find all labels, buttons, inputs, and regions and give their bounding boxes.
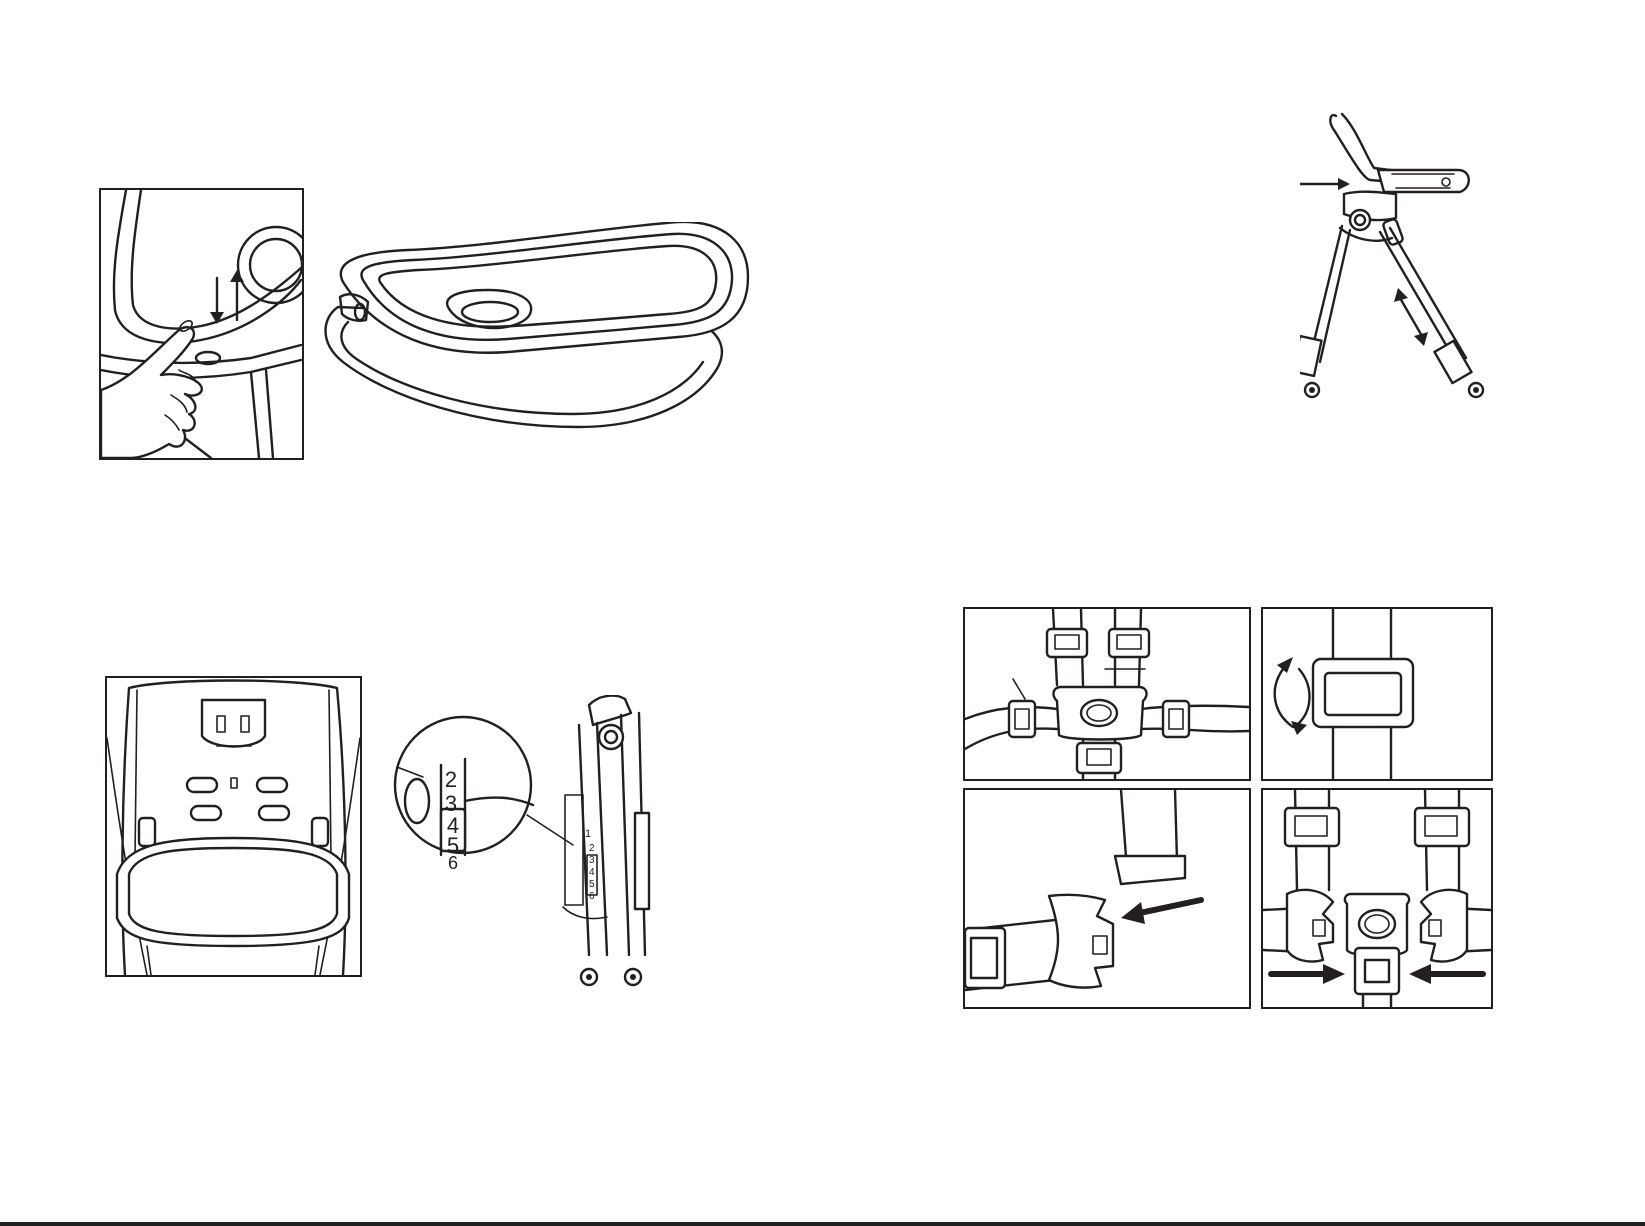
- frame-number-6: 6: [589, 891, 595, 902]
- frame-number-1: 1: [585, 828, 591, 840]
- rotate-arrows-icon: [1275, 657, 1310, 735]
- highchair-side-figure: [1300, 108, 1560, 416]
- zoom-number-2: 2: [445, 767, 457, 792]
- frame-number-3: 3: [589, 855, 595, 866]
- strap-adjust-panel: [1261, 607, 1493, 781]
- tray-figure: [318, 222, 758, 432]
- harness-icon: [965, 609, 1249, 779]
- zoom-number-6: 6: [448, 853, 458, 873]
- frame-number-2: 2: [589, 843, 595, 854]
- buckle-insert-panel: [963, 788, 1251, 1009]
- height-detail-figure: 2 3 4 5 6 1 2 3 4 5 6: [393, 695, 673, 991]
- seat-back-figure: [105, 676, 362, 977]
- arrow-left-icon: [1121, 900, 1201, 924]
- arrow-up-down-icon: [210, 270, 244, 324]
- harness-overview-panel: [963, 607, 1251, 781]
- buckle-close-panel: [1261, 788, 1493, 1009]
- arrow-double-icon: [1394, 288, 1428, 346]
- tray-lock-figure: [99, 188, 304, 460]
- arrow-right-icon: [1300, 178, 1350, 190]
- frame-number-5: 5: [589, 879, 595, 890]
- frame-number-4: 4: [589, 867, 595, 878]
- bottom-rule: [0, 1222, 1645, 1226]
